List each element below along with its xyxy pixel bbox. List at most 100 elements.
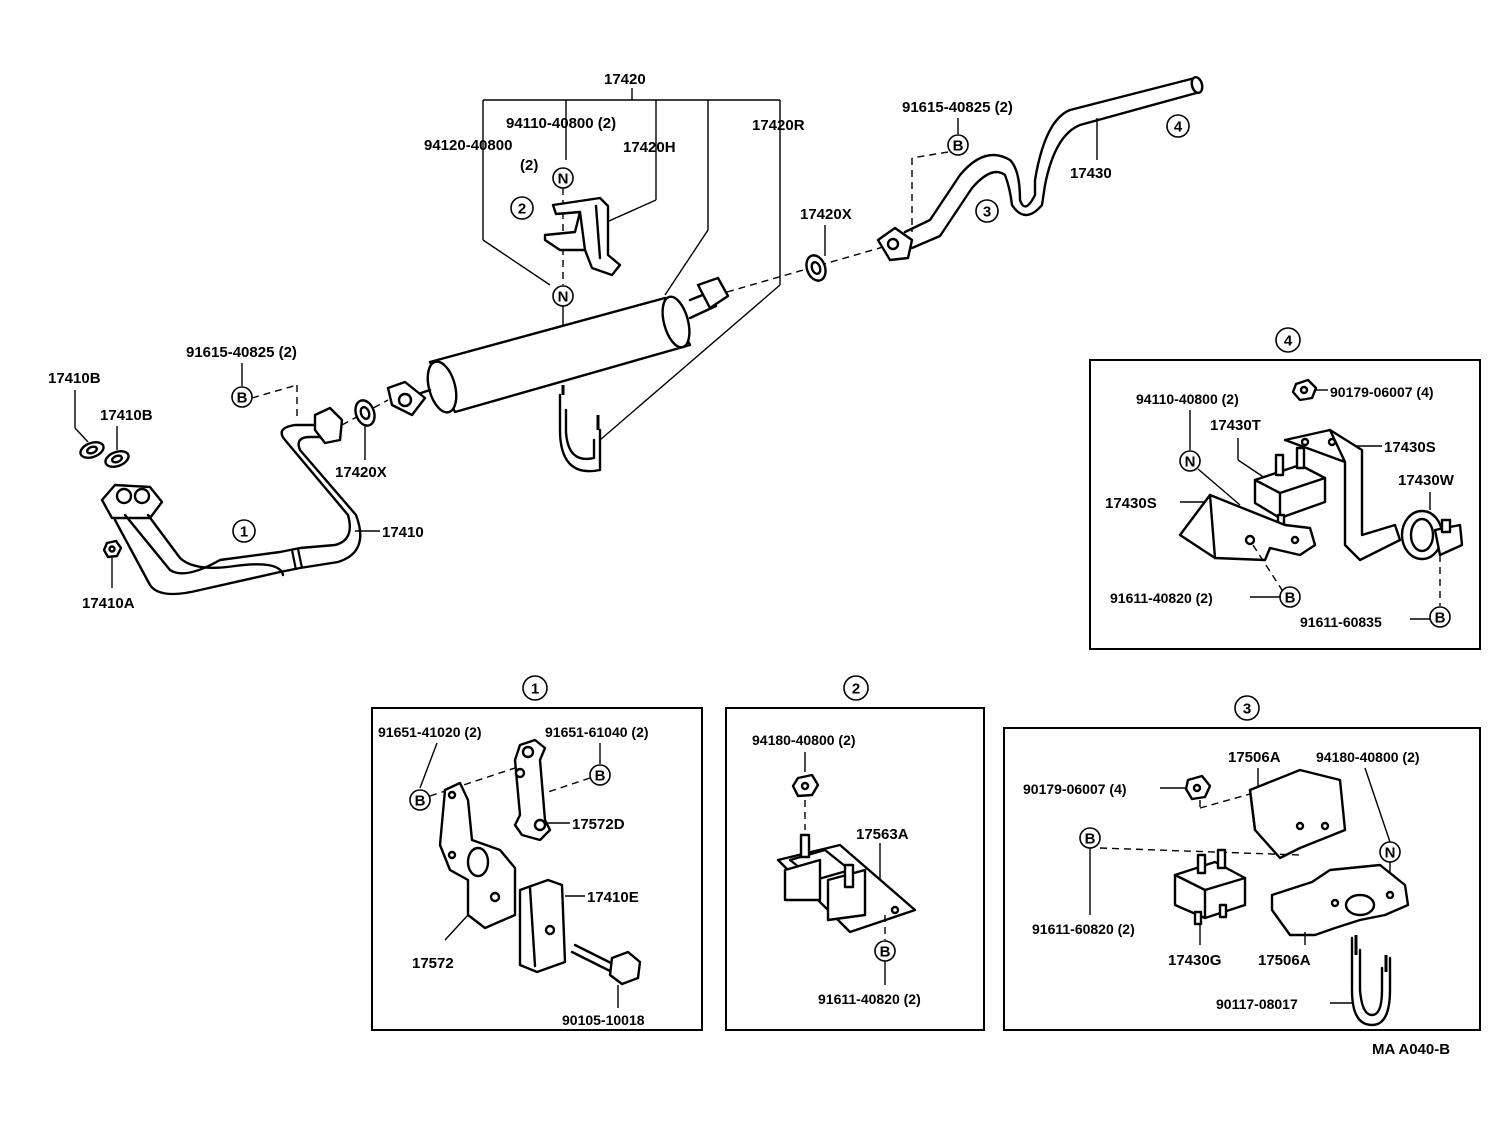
gasket-17420X-top <box>805 254 827 282</box>
d4-bolt-symbol-b: B <box>1429 606 1451 628</box>
d3-label-90117-08017: 90117-08017 <box>1216 996 1298 1012</box>
svg-text:N: N <box>1385 845 1396 862</box>
d3-bolt-symbol: B <box>1079 827 1101 849</box>
detail-3-box <box>1003 727 1481 1031</box>
label-91615-40825-top: 91615-40825 (2) <box>902 99 1013 116</box>
svg-text:4: 4 <box>1284 333 1293 350</box>
svg-text:N: N <box>558 289 569 306</box>
tail-pipe-17430 <box>876 75 1204 262</box>
svg-text:4: 4 <box>1174 119 1183 136</box>
d4-bolt-symbol-a: B <box>1279 586 1301 608</box>
d1-bracket-17410E <box>518 878 567 974</box>
svg-text:B: B <box>1085 831 1096 848</box>
d1-label-91651-41020: 91651-41020 (2) <box>378 724 482 740</box>
d3-nut <box>1184 774 1212 801</box>
nut-17410A <box>102 539 123 559</box>
d4-label-90179-06007: 90179-06007 (4) <box>1330 384 1434 400</box>
d4-bracket-17430S-right <box>1283 428 1402 562</box>
d2-label-91611-40820: 91611-40820 (2) <box>818 991 921 1007</box>
d2-nut <box>791 773 820 798</box>
muffler-clamp-17420R <box>558 385 602 473</box>
label-94120-40800: 94120-40800 <box>424 137 512 154</box>
d1-bracket-17572 <box>438 781 517 930</box>
d3-mount-17430G <box>1173 848 1247 926</box>
d1-bolt-90105 <box>570 943 642 986</box>
d3-label-91611-60820: 91611-60820 (2) <box>1032 921 1135 937</box>
detail-1-box <box>371 707 703 1031</box>
d4-label-17430S-right: 17430S <box>1384 439 1436 456</box>
callout-4-main: 4 <box>1166 114 1190 138</box>
d4-label-91611-40820: 91611-40820 (2) <box>1110 590 1213 606</box>
callout-2-main: 2 <box>510 196 534 220</box>
gasket-17410B-a <box>79 441 105 459</box>
callout-2-detail: 2 <box>843 675 869 701</box>
bolt-symbol-top: B <box>947 134 969 156</box>
d1-label-17572: 17572 <box>412 955 454 972</box>
d1-bolt-symbol-a: B <box>409 789 431 811</box>
d2-bolt-symbol: B <box>874 940 896 962</box>
callout-1-main: 1 <box>232 519 256 543</box>
d2-label-17563A: 17563A <box>856 826 909 843</box>
d1-label-17572D: 17572D <box>572 816 625 833</box>
detail-4-box <box>1089 359 1481 650</box>
svg-text:2: 2 <box>852 681 860 698</box>
d4-label-91611-60835: 91611-60835 <box>1300 614 1382 630</box>
d4-bracket-17430S-left <box>1178 493 1317 562</box>
d1-label-90105-10018: 90105-10018 <box>562 1012 645 1028</box>
gasket-17420X-bottom <box>354 399 376 427</box>
label-17430: 17430 <box>1070 165 1112 182</box>
gasket-17410B-b <box>104 450 130 468</box>
d4-label-17430W: 17430W <box>1398 472 1455 489</box>
svg-text:3: 3 <box>1243 701 1251 718</box>
label-17410B-b: 17410B <box>100 407 153 424</box>
d3-label-17506A-bottom: 17506A <box>1258 952 1311 969</box>
d2-label-94180-40800: 94180-40800 (2) <box>752 732 856 748</box>
callout-3-main: 3 <box>975 199 999 223</box>
d4-clamp-17430W <box>1400 509 1464 561</box>
nut-symbol-top: N <box>552 167 574 189</box>
label-91615-40825-left: 91615-40825 (2) <box>186 344 297 361</box>
d3-label-94180-40800: 94180-40800 (2) <box>1316 749 1420 765</box>
svg-text:N: N <box>1185 454 1196 471</box>
label-94120-qty: (2) <box>520 157 538 174</box>
label-17420X-bottom: 17420X <box>335 464 387 481</box>
svg-text:B: B <box>1435 610 1446 627</box>
d1-bolt-symbol-b: B <box>589 764 611 786</box>
d4-label-94110-40800: 94110-40800 (2) <box>1136 391 1239 407</box>
label-17410A: 17410A <box>82 595 135 612</box>
callout-3-detail: 3 <box>1234 695 1260 721</box>
d3-label-17506A-top: 17506A <box>1228 749 1281 766</box>
d4-nut-90179 <box>1291 378 1318 402</box>
svg-text:B: B <box>595 768 606 785</box>
bolt-symbol-left: B <box>231 386 253 408</box>
d4-nut-symbol: N <box>1179 450 1201 472</box>
label-17420: 17420 <box>604 71 646 88</box>
nut-symbol-bottom: N <box>552 285 574 307</box>
callout-1-detail: 1 <box>522 675 548 701</box>
d3-bracket-17506A-top <box>1248 768 1347 860</box>
svg-text:2: 2 <box>518 201 526 218</box>
d3-bracket-17506A-bottom <box>1270 863 1410 937</box>
d4-label-17430S-left: 17430S <box>1105 495 1157 512</box>
d4-rubber-mount <box>1253 446 1327 531</box>
d1-label-91651-61040: 91651-61040 (2) <box>545 724 649 740</box>
d3-u-bolt-90117 <box>1350 935 1392 1027</box>
hanger-bracket-17420H <box>543 196 622 277</box>
label-17410B-a: 17410B <box>48 370 101 387</box>
label-17410: 17410 <box>382 524 424 541</box>
d1-link-17572D <box>513 738 552 842</box>
d3-label-90179-06007: 90179-06007 (4) <box>1023 781 1127 797</box>
label-17420H: 17420H <box>623 139 676 156</box>
svg-text:B: B <box>415 793 426 810</box>
front-pipe-17410 <box>100 406 362 596</box>
label-17420X-top: 17420X <box>800 206 852 223</box>
svg-text:B: B <box>880 944 891 961</box>
svg-text:B: B <box>1285 590 1296 607</box>
callout-4-detail: 4 <box>1275 327 1301 353</box>
d2-mount-17563A <box>776 833 917 934</box>
drawing-code: MA A040-B <box>1372 1041 1450 1058</box>
detail-2-box <box>725 707 985 1031</box>
d1-label-17410E: 17410E <box>587 889 639 906</box>
